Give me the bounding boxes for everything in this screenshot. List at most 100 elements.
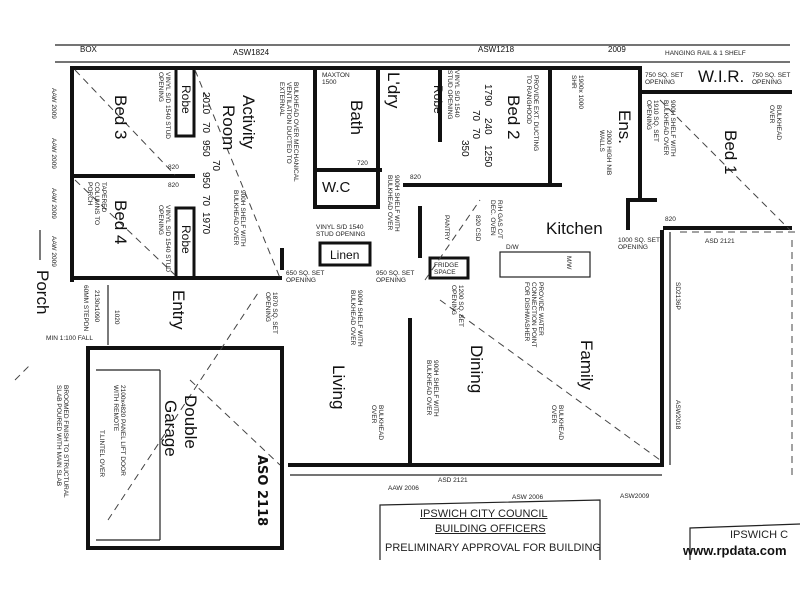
note-bulkhead-bed1: BULKHEAD OVER <box>768 105 782 141</box>
note-bulkhead-family: BULKHEAD OVER <box>550 405 564 441</box>
note-microwave: M/W <box>565 256 572 270</box>
note-shelf-bed1: 900H SHELF WITH BULKHEAD OVER <box>662 100 676 157</box>
dim-350: 350 <box>459 140 470 157</box>
label-box: BOX <box>80 45 97 54</box>
dim-70-3: 70 <box>200 195 211 207</box>
label-aaw2006: AAW 2006 <box>388 485 419 492</box>
note-vinyl-2: VINYL S/D 1540 STUD OPENING <box>157 205 171 272</box>
note-opening-1000: 1000 SQ. SET OPENING <box>618 237 660 251</box>
room-wir: W.I.R. <box>698 67 745 86</box>
note-opening-650: 650 SQ. SET OPENING <box>286 270 325 284</box>
label-sd2136p: SD2136P <box>674 282 681 310</box>
room-bed3: Bed 3 <box>111 95 130 140</box>
room-bed1: Bed 1 <box>721 130 740 175</box>
room-robe-1: Robe <box>179 85 193 114</box>
note-opening-1200: 1200 SQ. SET OPENING <box>450 285 464 327</box>
room-activity: Activity <box>239 95 258 149</box>
dim-70-4: 70 <box>470 110 481 122</box>
room-bath: Bath <box>347 100 366 135</box>
note-cavity-sliding-door: 820 CSD <box>474 215 481 242</box>
label-door-1020: 1020 <box>113 310 120 325</box>
note-ducting: PROVIDE EXT. DUCTING TO RANGHOOD <box>525 75 539 152</box>
room-pantry: PANTRY <box>443 215 450 241</box>
room-entry: Entry <box>169 290 188 330</box>
label-asd2121-2: ASD 2121 <box>438 477 468 484</box>
room-bed2: Bed 2 <box>504 95 523 140</box>
watermark: www.rpdata.com <box>683 543 787 558</box>
dim-950-1: 950 <box>200 140 211 157</box>
note-opening-950: 950 SQ. SET OPENING <box>376 270 415 284</box>
room-family: Family <box>577 340 596 391</box>
dim-70-1: 70 <box>200 122 211 134</box>
dim-950-2: 950 <box>200 172 211 189</box>
room-robe-2: Robe <box>179 225 193 254</box>
dashed-diagonals <box>14 69 800 521</box>
dim-70-5: 70 <box>470 128 481 140</box>
label-asd2121-1: ASD 2121 <box>705 238 735 245</box>
room-activity-2: Room <box>219 105 238 151</box>
note-step-down: 60MM STEPDN <box>82 285 89 332</box>
label-2130x1090: 2130x1090 <box>93 290 100 323</box>
note-water-connection: PROVIDE WATER CONNECTION POINT FOR DISHW… <box>523 282 544 348</box>
label-asw1824: ASW1824 <box>233 48 270 57</box>
label-top-2009: 2009 <box>608 45 626 54</box>
note-shower: 1900x 1000 SHR <box>570 75 584 109</box>
note-dishwasher: D/W <box>506 244 519 251</box>
room-living: Living <box>329 365 348 410</box>
note-bulkhead-ventilation: BULKHEAD OVER MECHANICAL VENTILATION DUC… <box>278 82 299 182</box>
label-asw2006: ASW 2006 <box>512 494 544 501</box>
dim-1970: 1970 <box>200 212 211 235</box>
stamp-council: IPSWICH CITY COUNCIL <box>420 508 548 520</box>
dim-2010: 2010 <box>200 92 211 115</box>
note-opening-1910: 1910 SQ. SET OPENING <box>645 100 659 142</box>
note-tapered-columns: TAPERED COLUMNS TO PORCH <box>86 182 107 226</box>
note-nib-walls: 2000 HIGH NIB WALLS <box>598 130 612 176</box>
label-aso-2118: ASO 2118 <box>254 455 269 527</box>
label-door-820-1: 820 <box>168 164 179 171</box>
label-door-820-2: 820 <box>168 182 179 189</box>
room-linen: Linen <box>330 248 360 262</box>
room-dining: Dining <box>467 345 486 394</box>
note-bulkhead-living: BULKHEAD OVER <box>370 405 384 441</box>
room-wc: W.C <box>322 179 351 196</box>
note-vinyl-1: VINYL S/D 1540 STUD OPENING <box>157 72 171 139</box>
label-aaw2009-4: AAW 2009 <box>50 236 57 267</box>
note-lintel: T.LINTEL OVER <box>98 430 105 478</box>
note-broomed-finish: BROOMED FINISH TO STRUCTURAL SLAB POURED… <box>55 385 69 498</box>
room-garage-1: Double <box>181 395 200 449</box>
note-rangehood: R/H GAS C/T DEC. OVEN <box>489 200 503 239</box>
stamp-box <box>379 499 800 560</box>
dim-1790: 1790 <box>482 84 493 107</box>
dim-1250: 1250 <box>482 145 493 168</box>
note-shelf-living: 900H SHELF WITH BULKHEAD OVER <box>349 290 363 347</box>
room-garage-2: Garage <box>161 400 180 457</box>
stamp-approval: PRELIMINARY APPROVAL FOR BUILDING <box>385 542 601 554</box>
room-robe-3: Robe <box>431 85 445 114</box>
room-ens: Ens. <box>615 110 634 145</box>
note-shelf-dining: 900H SHELF WITH BULKHEAD OVER <box>425 360 439 417</box>
note-opening-1870: 1870 SQ. SET OPENING <box>264 292 278 334</box>
label-aaw2009-1: AAW 2009 <box>50 88 57 119</box>
room-porch: Porch <box>33 270 52 315</box>
label-aaw2009-3: AAW 2009 <box>50 188 57 219</box>
room-bed4: Bed 4 <box>111 200 130 245</box>
note-garage-door: 2100x4820 PANEL LIFT DOOR WITH REMOTE <box>112 385 126 476</box>
stamp-council-2: IPSWICH C <box>730 529 789 541</box>
label-maxton: MAXTON 1500 <box>322 72 350 86</box>
room-fridge: FRIDGE SPACE <box>434 262 459 276</box>
label-min-fall: MIN 1:100 FALL <box>46 335 93 342</box>
label-door-820-3: 820 <box>410 174 421 181</box>
room-laundry: L'dry <box>384 72 403 109</box>
label-asw2018: ASW2018 <box>674 400 681 430</box>
wall-lines <box>39 44 792 550</box>
label-door-720: 720 <box>357 160 368 167</box>
label-aaw2009-2: AAW 2009 <box>50 138 57 169</box>
room-kitchen: Kitchen <box>546 219 603 238</box>
stamp-officers: BUILDING OFFICERS <box>435 523 546 535</box>
label-wir-opening-left: 750 SQ. SET OPENING <box>645 72 684 86</box>
note-shelf-activity: 900H SHELF WITH BULKHEAD OVER <box>232 190 246 247</box>
dim-240: 240 <box>482 118 493 135</box>
label-door-820-4: 820 <box>665 216 676 223</box>
